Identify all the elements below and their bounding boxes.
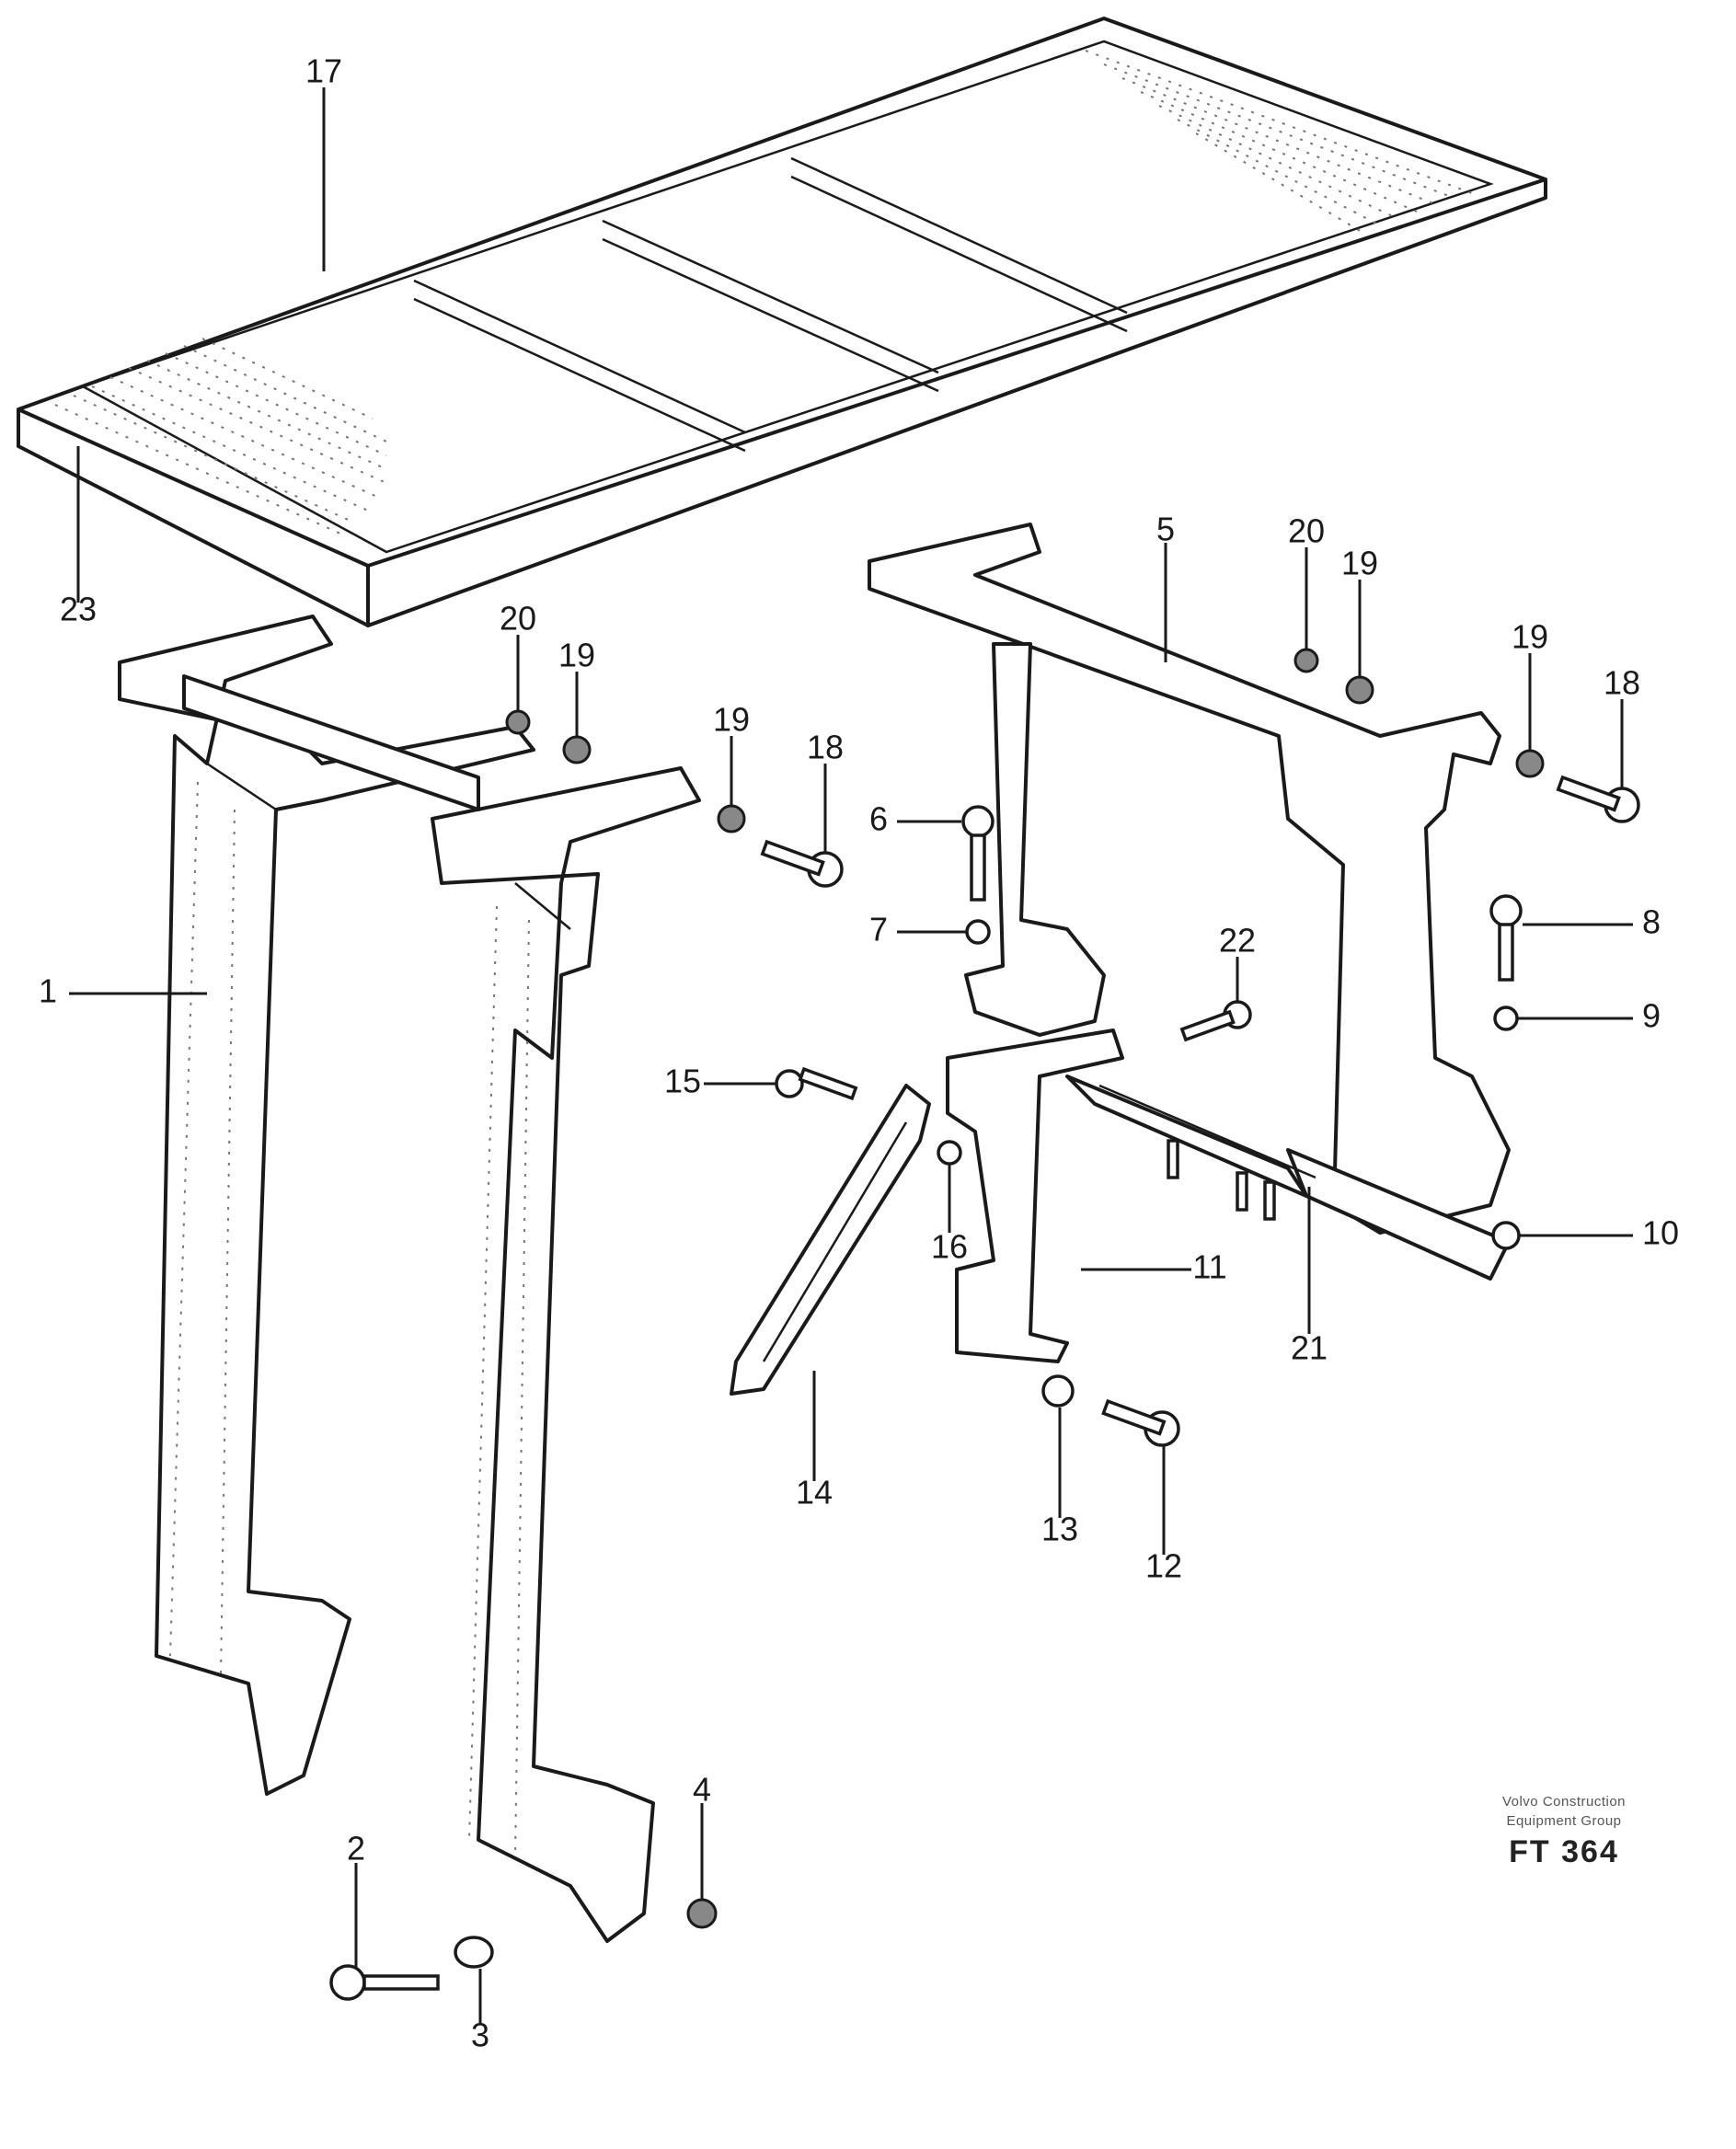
washer-13	[1041, 1374, 1075, 1408]
left-support-frame	[118, 615, 701, 1943]
callout-13: 13	[1041, 1511, 1078, 1548]
bolt-15-shank	[798, 1066, 858, 1101]
callout-1: 1	[39, 972, 57, 1010]
bolt-6-shank	[970, 833, 986, 902]
bolt-2-head	[329, 1964, 366, 2001]
callout-22: 22	[1219, 922, 1256, 960]
callout-19-a: 19	[558, 637, 595, 674]
right-support-frame	[868, 523, 1511, 1363]
leader-lines	[69, 87, 1633, 2024]
callout-18-right: 18	[1604, 664, 1640, 702]
bolt-6-head	[961, 805, 994, 838]
callout-20-a: 20	[500, 600, 536, 638]
washer-7	[965, 919, 991, 945]
callout-17: 17	[305, 52, 342, 90]
callout-21: 21	[1291, 1329, 1328, 1367]
bolt-22-shank	[1179, 1009, 1236, 1042]
callout-8: 8	[1642, 903, 1661, 941]
callout-19-d: 19	[1512, 618, 1548, 656]
washer-9	[1493, 1006, 1519, 1031]
drawing-code: FT 364	[1509, 1834, 1619, 1869]
washer-19c	[1345, 675, 1374, 705]
platform-grating	[17, 17, 1547, 627]
bolt-2-shank	[362, 1974, 440, 1991]
nut-20a	[505, 709, 531, 735]
washer-19b	[717, 804, 746, 833]
callout-4: 4	[693, 1771, 711, 1809]
callout-9: 9	[1642, 997, 1661, 1035]
callout-10: 10	[1642, 1214, 1679, 1252]
callout-11: 11	[1192, 1248, 1226, 1286]
callout-15: 15	[664, 1063, 701, 1100]
callout-6: 6	[869, 800, 888, 838]
callout-16: 16	[931, 1228, 968, 1266]
callout-18-left: 18	[807, 729, 844, 766]
bolt-15-head	[775, 1069, 804, 1098]
diagonal-strut	[730, 1084, 931, 1396]
callout-14: 14	[796, 1474, 833, 1511]
bolt-8-head	[1489, 894, 1523, 927]
bolt-8-shank	[1498, 923, 1514, 982]
bolt-18a-shank	[760, 839, 825, 877]
nut-16	[937, 1140, 962, 1166]
bolt-18b-shank	[1556, 775, 1621, 812]
bolt-12-shank	[1101, 1398, 1167, 1436]
drawing-reference: Volvo Construction Equipment Group FT 36…	[1444, 1794, 1684, 1870]
washer-19a	[562, 735, 592, 764]
callout-5: 5	[1156, 511, 1175, 548]
fasteners	[329, 648, 1640, 2001]
nut-4	[686, 1898, 718, 1929]
callout-23: 23	[60, 591, 97, 628]
nut-10	[1491, 1221, 1521, 1250]
callout-labels: 17 23 1 2 3 4 5 6 7 8 9 10 11 12 13 14 1…	[39, 52, 1679, 2054]
callout-3: 3	[471, 2017, 489, 2054]
callout-19-b: 19	[713, 701, 750, 739]
callout-19-c: 19	[1341, 545, 1378, 582]
callout-12: 12	[1145, 1547, 1182, 1585]
publisher-line: Volvo Construction	[1501, 1794, 1627, 1810]
nut-20b	[1293, 648, 1319, 673]
callout-2: 2	[347, 1830, 365, 1867]
washer-19d	[1515, 749, 1545, 778]
callout-20-b: 20	[1288, 512, 1325, 550]
washer-3	[454, 1936, 494, 1969]
group-line: Equipment Group	[1506, 1813, 1622, 1829]
stud-bar	[1098, 1084, 1316, 1221]
callout-7: 7	[869, 911, 888, 948]
